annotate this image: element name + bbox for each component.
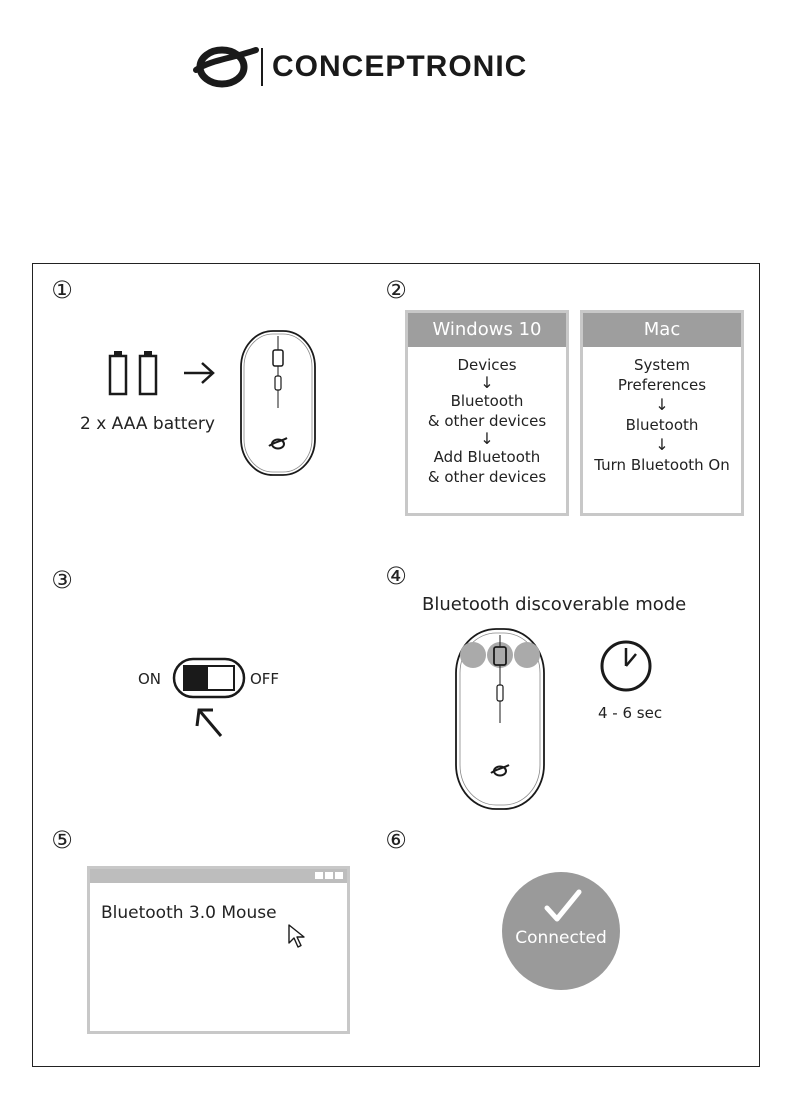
windows-step-bluetooth: Bluetooth bbox=[408, 391, 566, 411]
step-number-3: ③ bbox=[48, 566, 76, 594]
switch-on-label: ON bbox=[138, 670, 161, 688]
step-number-2: ② bbox=[382, 276, 410, 304]
windows-step-add-bluetooth: Add Bluetooth bbox=[408, 447, 566, 467]
minimize-icon bbox=[315, 872, 323, 879]
mouse-icon bbox=[238, 328, 318, 478]
mac-step-bluetooth: Bluetooth bbox=[583, 415, 741, 435]
switch-off-label: OFF bbox=[250, 670, 279, 688]
step-number-1: ① bbox=[48, 276, 76, 304]
windows-step-add-other-devices: & other devices bbox=[408, 467, 566, 487]
brand-name: CONCEPTRONIC bbox=[272, 50, 527, 84]
step-number-5: ⑤ bbox=[48, 826, 76, 854]
duration-label: 4 - 6 sec bbox=[598, 704, 662, 722]
conceptronic-logo-icon bbox=[190, 40, 270, 96]
mac-step-turn-on: Turn Bluetooth On bbox=[583, 455, 741, 475]
windows-10-header: Windows 10 bbox=[408, 313, 566, 347]
checkmark-icon bbox=[543, 888, 583, 924]
connected-status: Connected bbox=[502, 928, 620, 948]
windows-step-devices: Devices bbox=[408, 355, 566, 375]
step-number-4: ④ bbox=[382, 562, 410, 590]
step-number-6: ⑥ bbox=[382, 826, 410, 854]
cursor-icon bbox=[286, 922, 316, 952]
arrow-up-left-icon bbox=[193, 706, 227, 740]
mac-header: Mac bbox=[583, 313, 741, 347]
down-arrow-icon: ↓ bbox=[583, 437, 741, 453]
arrow-right-icon bbox=[182, 360, 216, 386]
clock-icon bbox=[598, 638, 654, 694]
maximize-icon bbox=[325, 872, 333, 879]
windows-step-other-devices: & other devices bbox=[408, 411, 566, 431]
close-icon bbox=[335, 872, 343, 879]
mac-step-preferences: Preferences bbox=[583, 375, 741, 395]
mouse-discoverable-icon bbox=[452, 625, 548, 813]
down-arrow-icon: ↓ bbox=[408, 431, 566, 447]
battery-label: 2 x AAA battery bbox=[80, 414, 215, 434]
mac-box: Mac System Preferences ↓ Bluetooth ↓ Tur… bbox=[580, 310, 744, 516]
discoverable-mode-title: Bluetooth discoverable mode bbox=[422, 594, 686, 615]
mac-step-system: System bbox=[583, 355, 741, 375]
down-arrow-icon: ↓ bbox=[583, 397, 741, 413]
window-title-bar bbox=[90, 869, 347, 883]
battery-icon bbox=[108, 350, 160, 396]
down-arrow-icon: ↓ bbox=[408, 375, 566, 391]
windows-10-box: Windows 10 Devices ↓ Bluetooth & other d… bbox=[405, 310, 569, 516]
bluetooth-device-name[interactable]: Bluetooth 3.0 Mouse bbox=[101, 903, 277, 923]
power-switch-icon bbox=[172, 657, 246, 699]
